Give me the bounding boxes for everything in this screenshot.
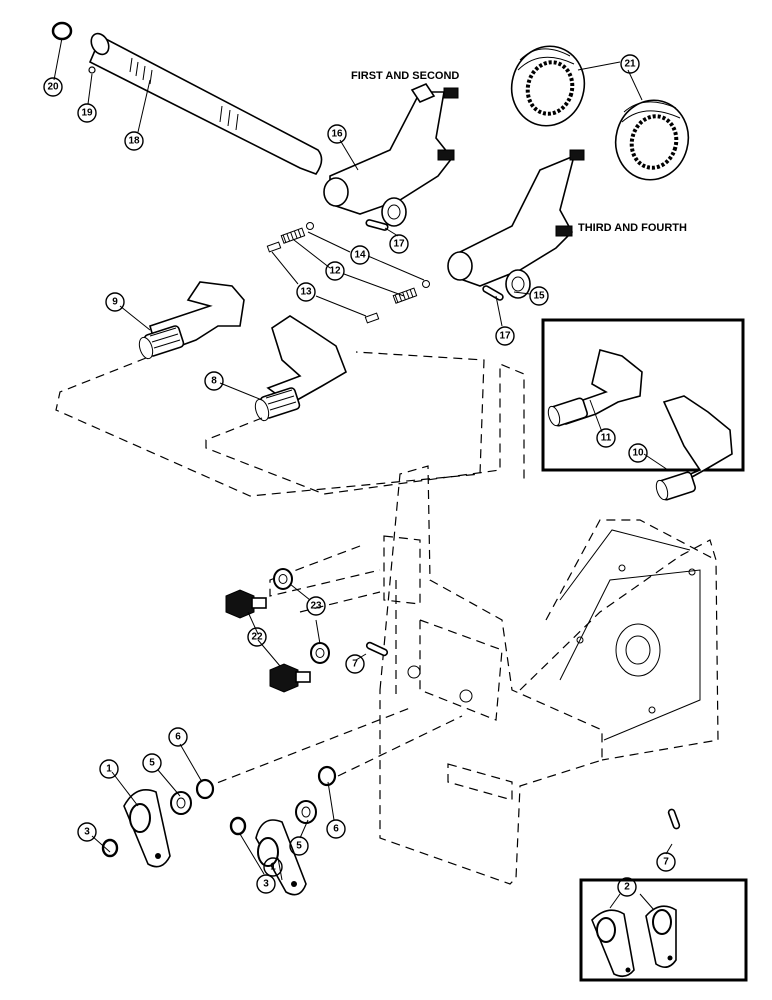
callout-20-number: 20 [47, 82, 59, 93]
callout-21-number: 21 [624, 59, 636, 70]
shift-fork-third-fourth [447, 149, 585, 299]
callout-17-lower-number: 17 [499, 331, 511, 342]
callout-5-left-number: 5 [149, 758, 155, 769]
washer-6-left [195, 778, 215, 800]
first-second-caption: FIRST AND SECOND [351, 70, 459, 82]
callout-2-number: 2 [624, 882, 630, 893]
detent-ball [88, 66, 96, 74]
callout-15-number: 15 [533, 291, 545, 302]
callout-10-number: 10 [632, 448, 644, 459]
callout-18: 18 [124, 131, 144, 151]
callout-10: 10 [628, 443, 648, 463]
callout-22: 22 [247, 627, 267, 647]
callout-7-lower: 7 [656, 852, 676, 872]
callout-7-lower-number: 7 [663, 857, 669, 868]
washer-upper [273, 568, 293, 590]
synchronizer-ring-lower [614, 99, 690, 181]
detent-springs [266, 222, 430, 324]
snap-ring [51, 21, 73, 41]
callout-16: 16 [327, 124, 347, 144]
callout-14: 14 [350, 245, 370, 265]
callout-6-left: 6 [168, 727, 188, 747]
lever-arm-left [123, 789, 171, 868]
callout-3-right: 3 [256, 874, 276, 894]
dashed-guide-lines [55, 351, 525, 789]
callout-22-number: 22 [251, 632, 263, 643]
callout-7-upper: 7 [345, 654, 365, 674]
callout-9: 9 [105, 292, 125, 312]
shift-shaft-8 [254, 315, 347, 422]
callout-23-number: 23 [310, 601, 322, 612]
washer-6-right [317, 765, 337, 787]
retaining-clip-right [229, 816, 247, 836]
callout-17-upper-number: 17 [393, 239, 405, 250]
washer-lower [310, 642, 330, 664]
callout-3-left-number: 3 [84, 827, 90, 838]
callout-12-number: 12 [329, 266, 341, 277]
shift-fork-first-second [323, 83, 459, 227]
callout-13-number: 13 [300, 287, 312, 298]
callout-13: 13 [296, 282, 316, 302]
callout-5-right: 5 [289, 836, 309, 856]
transmission-housing [379, 465, 719, 885]
callout-6-right-number: 6 [333, 824, 339, 835]
roll-pin-upper [365, 219, 389, 231]
inset-box-shafts [541, 318, 745, 501]
callout-5-right-number: 5 [296, 841, 302, 852]
roll-pin-lower [482, 285, 504, 301]
callout-11: 11 [596, 428, 616, 448]
callout-23: 23 [306, 596, 326, 616]
washer-5-left [170, 791, 192, 815]
callout-16-number: 16 [331, 129, 343, 140]
plug-lower [269, 663, 311, 693]
callout-19-number: 19 [81, 108, 93, 119]
callout-19: 19 [77, 103, 97, 123]
washer-5-right [295, 800, 317, 824]
callout-12: 12 [325, 261, 345, 281]
callout-18-number: 18 [128, 136, 140, 147]
leader-lines [53, 37, 673, 911]
callout-3-left: 3 [77, 822, 97, 842]
third-fourth-caption: THIRD AND FOURTH [578, 222, 687, 234]
dowel-pin-lower [667, 808, 681, 830]
callout-1-left-number: 1 [106, 764, 112, 775]
callout-8-number: 8 [211, 376, 217, 387]
callout-1-right: 1 [263, 857, 283, 877]
callout-5-left: 5 [142, 753, 162, 773]
callout-17-upper: 17 [389, 234, 409, 254]
synchronizer-ring-upper [510, 45, 586, 127]
shift-shaft-9 [138, 281, 245, 360]
callout-6-left-number: 6 [175, 732, 181, 743]
dowel-pin-upper [365, 641, 389, 657]
callout-11-number: 11 [601, 433, 612, 444]
plug-upper [225, 589, 267, 619]
callout-17-lower: 17 [495, 326, 515, 346]
callout-15: 15 [529, 286, 549, 306]
inset-box-lever-arms [579, 878, 748, 982]
callout-3-right-number: 3 [263, 879, 269, 890]
shift-rail [88, 32, 323, 175]
callout-8: 8 [204, 371, 224, 391]
callout-20: 20 [43, 77, 63, 97]
retaining-clip-left [101, 838, 119, 858]
callout-1-right-number: 1 [270, 862, 276, 873]
callout-14-number: 14 [354, 250, 366, 261]
callout-7-upper-number: 7 [352, 659, 358, 670]
callout-1-left: 1 [99, 759, 119, 779]
callout-9-number: 9 [112, 297, 118, 308]
callout-21: 21 [620, 54, 640, 74]
callout-2: 2 [617, 877, 637, 897]
callout-6-right: 6 [326, 819, 346, 839]
lever-arm-right [255, 819, 307, 896]
